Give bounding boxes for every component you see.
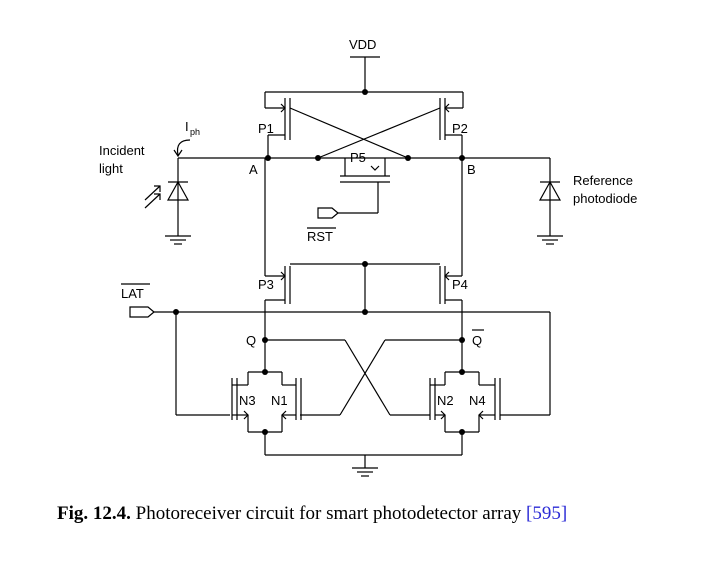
transistor-p5: P5 RST: [307, 150, 390, 244]
transistors-n2-n4: N2 N4: [429, 340, 501, 435]
p1-label: P1: [258, 121, 274, 136]
vdd-supply: VDD: [265, 37, 463, 95]
lat-label: LAT: [121, 286, 144, 301]
transistor-p1: P1: [258, 92, 409, 159]
p2-label: P2: [452, 121, 468, 136]
lat-input: LAT: [121, 283, 551, 416]
photodiode-reference: Reference photodiode: [537, 158, 637, 245]
p4-label: P4: [452, 277, 468, 292]
reference-label-1: Reference: [573, 173, 633, 188]
caption-citation[interactable]: [595]: [526, 503, 568, 524]
node-q-label: Q: [246, 333, 256, 348]
node-b-label: B: [467, 162, 476, 177]
cross-coupling: Q Q: [246, 329, 484, 416]
incident-light-label-1: Incident: [99, 143, 145, 158]
transistor-p4: P4: [439, 266, 468, 340]
transistor-p2: P2: [317, 92, 468, 159]
ground-bottom: [264, 432, 463, 477]
transistor-p3: P3: [258, 263, 440, 340]
n2-label: N2: [437, 393, 454, 408]
p3-label: P3: [258, 277, 274, 292]
n1-label: N1: [271, 393, 288, 408]
n3-label: N3: [239, 393, 256, 408]
node-qbar-label: Q: [472, 333, 482, 348]
p5-label: P5: [350, 150, 366, 165]
vdd-label: VDD: [349, 37, 376, 52]
figure-caption: Fig. 12.4. Photoreceiver circuit for sma…: [57, 503, 707, 525]
incident-light-label-2: light: [99, 161, 123, 176]
circuit-diagram: VDD P1 P2 A B: [99, 37, 637, 477]
n4-label: N4: [469, 393, 486, 408]
iph-subscript: ph: [190, 127, 200, 137]
caption-number: Fig. 12.4.: [57, 503, 131, 524]
transistors-n3-n1: N3 N1: [231, 340, 302, 435]
rst-label: RST: [307, 229, 333, 244]
iph-label: I: [185, 119, 189, 134]
caption-text: Photoreceiver circuit for smart photodet…: [130, 503, 527, 524]
photodiode-incident: I ph Incident light: [99, 119, 200, 245]
node-line-ab: A B: [178, 155, 550, 177]
reference-label-2: photodiode: [573, 191, 637, 206]
node-a-label: A: [249, 162, 258, 177]
